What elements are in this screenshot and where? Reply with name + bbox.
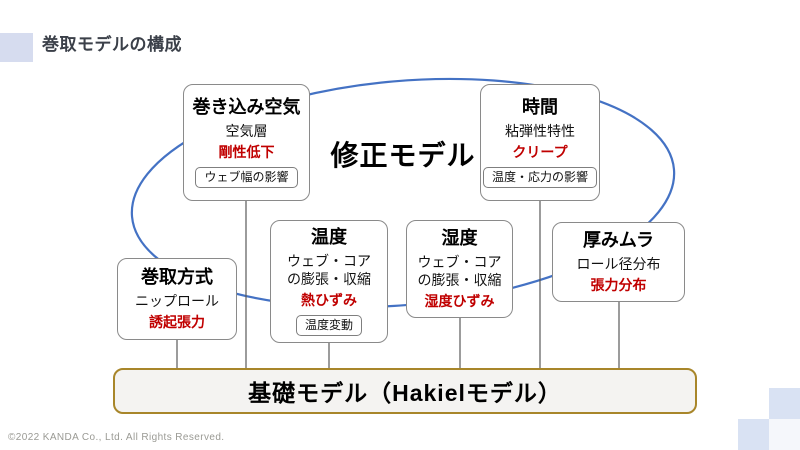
node-temperature: 温度 ウェブ・コア の膨張・収縮 熱ひずみ 温度変動 [270, 220, 388, 343]
decorative-square-bottom-right-2 [738, 419, 769, 450]
node-highlight: 張力分布 [590, 276, 647, 293]
node-title: 温度 [311, 227, 347, 248]
node-winding-method: 巻取方式 ニップロール 誘起張力 [117, 258, 237, 340]
node-title: 巻取方式 [141, 267, 213, 288]
node-wound-in-air: 巻き込み空気 空気層 剛性低下 ウェブ幅の影響 [183, 84, 310, 201]
modified-model-label: 修正モデル [330, 140, 476, 171]
node-highlight: 誘起張力 [149, 313, 205, 330]
node-subnote: 温度・応力の影響 [483, 167, 597, 188]
decorative-square-bottom-right-3 [769, 419, 800, 450]
node-line: の膨張・収縮 [417, 271, 502, 288]
decorative-square-bottom-right-1 [769, 388, 800, 419]
base-model-box: 基礎モデル（Hakielモデル） [113, 368, 697, 414]
node-line: の膨張・収縮 [287, 270, 371, 287]
node-line: ロール径分布 [576, 255, 661, 272]
node-subnote: ウェブ幅の影響 [195, 167, 298, 188]
connector-lines [176, 201, 620, 368]
node-highlight: 熱ひずみ [301, 291, 357, 308]
node-line: 空気層 [225, 122, 268, 139]
node-thickness-variation: 厚みムラ ロール径分布 張力分布 [552, 222, 685, 302]
node-title: 厚みムラ [582, 230, 655, 251]
copyright-footer: ©2022 KANDA Co., Ltd. All Rights Reserve… [8, 432, 225, 443]
node-highlight: 剛性低下 [218, 143, 275, 160]
node-title: 時間 [522, 97, 558, 118]
node-highlight: 湿度ひずみ [424, 292, 495, 309]
node-line: ニップロール [135, 292, 219, 309]
node-subnote: 温度変動 [295, 315, 362, 336]
node-humidity: 湿度 ウェブ・コア の膨張・収縮 湿度ひずみ [406, 220, 513, 318]
node-highlight: クリープ [512, 143, 568, 160]
node-line: 粘弾性特性 [505, 122, 575, 139]
slide-title: 巻取モデルの構成 [42, 35, 182, 54]
node-time: 時間 粘弾性特性 クリープ 温度・応力の影響 [480, 84, 600, 201]
node-line: ウェブ・コア [287, 252, 371, 269]
node-line: ウェブ・コア [417, 253, 502, 270]
node-title: 巻き込み空気 [192, 97, 301, 118]
base-model-label: 基礎モデル（Hakielモデル） [248, 380, 562, 406]
node-title: 湿度 [441, 227, 478, 248]
decorative-square-top-left [0, 33, 33, 62]
